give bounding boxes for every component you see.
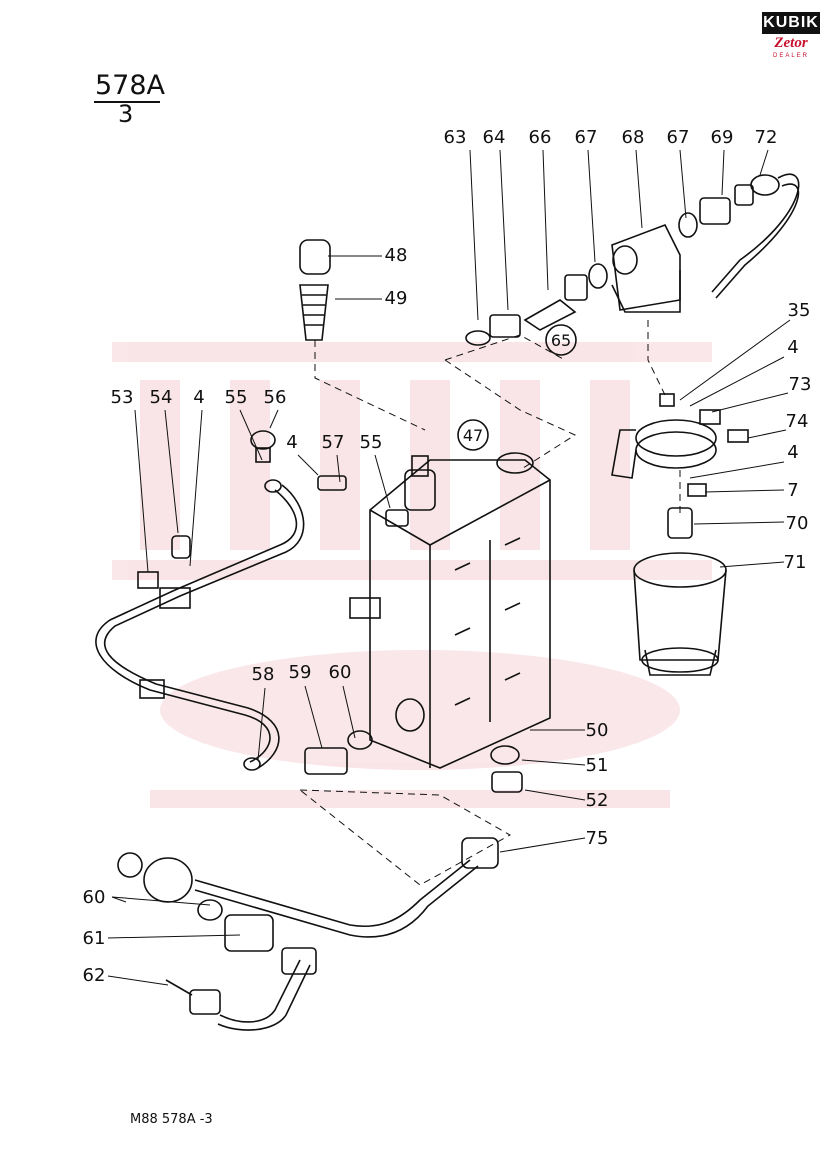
callout-label: 35 <box>788 300 811 321</box>
callout-label: 64 <box>483 127 506 148</box>
callout-label: 75 <box>586 828 609 849</box>
callout-label: 56 <box>264 387 287 408</box>
logo-brand-mid: Zetor <box>774 35 808 51</box>
callout-label: 59 <box>289 662 312 683</box>
filler-cap-strainer <box>299 239 331 341</box>
drawing-number: 578A <box>95 70 166 101</box>
callout-label: 73 <box>789 374 812 395</box>
callout-label: 71 <box>784 552 807 573</box>
callout-label: 69 <box>711 127 734 148</box>
callout-label: 72 <box>755 127 778 148</box>
sheet-number: 3 <box>118 100 134 128</box>
callout-label: 67 <box>575 127 598 148</box>
circled-callout-label: 47 <box>463 426 483 445</box>
return-pipe <box>95 430 305 771</box>
fraction-bar <box>94 101 160 103</box>
callout-label: 4 <box>787 337 798 358</box>
callout-label: 48 <box>385 245 408 266</box>
callout-label: 55 <box>225 387 248 408</box>
feed-pipe <box>117 837 499 1031</box>
callout-label: 62 <box>83 965 106 986</box>
callout-label: 60 <box>329 662 352 683</box>
callout-label: 4 <box>193 387 204 408</box>
callout-label: 49 <box>385 288 408 309</box>
circled-callouts: 65 47 <box>463 331 571 445</box>
filter-head-group <box>465 173 800 346</box>
callout-label: 58 <box>252 664 275 685</box>
callout-label: 52 <box>586 790 609 811</box>
callout-label: 74 <box>786 411 809 432</box>
callout-label: 63 <box>444 127 467 148</box>
callout-label: 51 <box>586 755 609 776</box>
callout-label: 53 <box>111 387 134 408</box>
callout-label: 7 <box>787 480 798 501</box>
drawing-footer-code: M88 578A -3 <box>130 1112 213 1127</box>
callout-label: 68 <box>622 127 645 148</box>
callout-label: 4 <box>286 432 297 453</box>
callout-label: 70 <box>786 513 809 534</box>
fuel-tank <box>349 452 551 769</box>
callout-label: 60 <box>83 887 106 908</box>
callout-label: 54 <box>150 387 173 408</box>
circled-callout-label: 65 <box>551 331 571 350</box>
callout-label: 61 <box>83 928 106 949</box>
logo-brand-sub: DEALER <box>772 53 809 59</box>
logo-brand-top: KUBIK <box>762 12 820 34</box>
fuel-filter <box>633 507 727 676</box>
dealer-logo: KUBIK Zetor DEALER <box>762 12 820 62</box>
callout-label: 57 <box>322 432 345 453</box>
filter-bracket <box>611 393 749 497</box>
callout-label: 50 <box>586 720 609 741</box>
callout-label: 67 <box>667 127 690 148</box>
callout-label: 4 <box>787 442 798 463</box>
callout-label: 66 <box>529 127 552 148</box>
callout-label: 55 <box>360 432 383 453</box>
